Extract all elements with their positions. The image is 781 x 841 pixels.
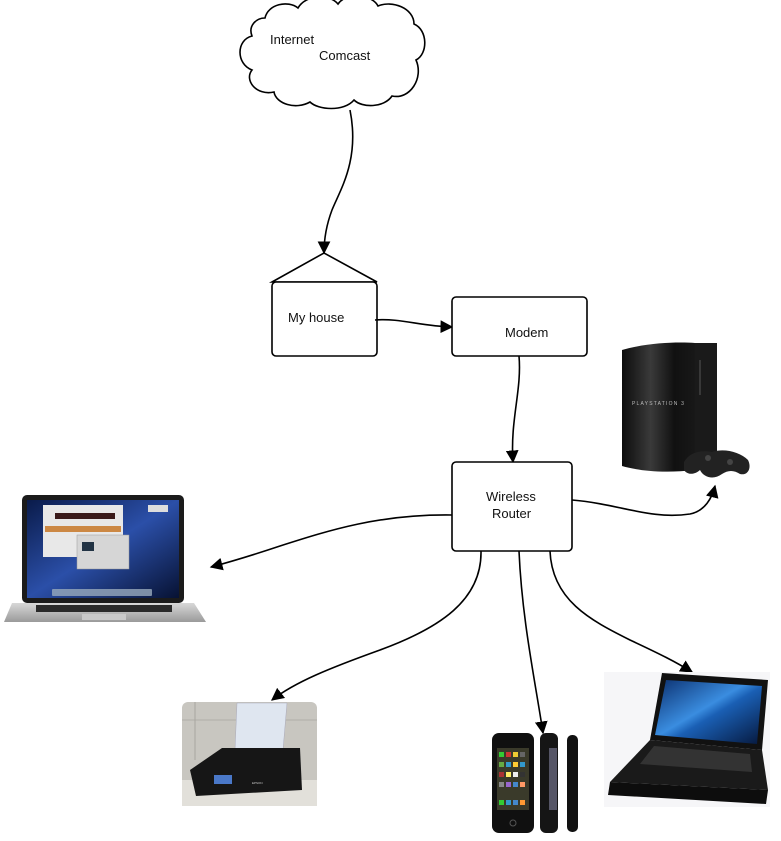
ps3-logo-text: PLAYSTATION 3 <box>632 401 685 407</box>
cloud-shape <box>239 0 426 110</box>
device-iphone[interactable] <box>492 733 578 833</box>
macbook-browser-banner <box>55 513 115 519</box>
edge-router-to-macbook <box>209 514 453 571</box>
device-printer[interactable]: EPSON <box>182 702 317 806</box>
toshiba-front-edge <box>608 782 768 804</box>
macbook-dialog-window <box>76 534 130 570</box>
ps3-controller-stick-left <box>705 455 711 461</box>
toshiba-screen <box>655 680 762 744</box>
edge-internet-to-house <box>317 109 354 255</box>
edge-modem-to-router <box>505 355 521 464</box>
macbook-menu-popup <box>148 505 168 512</box>
edge-router-to-toshiba <box>549 550 694 673</box>
house-node[interactable]: My house <box>268 252 378 357</box>
house-label: My house <box>288 310 344 325</box>
edge-router-to-iphone <box>518 550 548 735</box>
edge-router-to-printer <box>270 550 482 701</box>
macbook-keyboard <box>36 605 172 612</box>
toshiba-keyboard <box>640 746 752 772</box>
device-ps3[interactable]: PLAYSTATION 3 <box>622 342 750 478</box>
macbook-trackpad <box>82 614 126 620</box>
ps3-controller-icon <box>684 450 750 478</box>
modem-node[interactable]: Modem <box>451 296 588 357</box>
iphone-screen <box>497 748 529 810</box>
cloud-label-internet: Internet <box>270 32 314 47</box>
modem-label: Modem <box>505 325 548 340</box>
device-toshiba[interactable] <box>604 672 770 807</box>
house-roof <box>268 252 378 283</box>
iphone-app-icons <box>499 752 525 805</box>
iphone-side-view <box>567 735 578 832</box>
device-macbook[interactable] <box>4 495 206 622</box>
iphone-home-button <box>509 819 517 827</box>
router-label-line1: Wireless <box>486 489 536 504</box>
house-box <box>271 281 378 357</box>
router-box <box>451 461 573 552</box>
edge-house-to-modem <box>374 318 454 334</box>
internet-cloud-node[interactable]: Internet Comcast <box>239 0 426 110</box>
ps3-console-body <box>622 342 717 472</box>
edge-router-to-ps3 <box>571 484 719 517</box>
ps3-side-panel <box>695 343 717 463</box>
macbook-browser-thumbnails <box>45 526 121 532</box>
cloud-label-comcast: Comcast <box>319 48 371 63</box>
macbook-dialog-icon <box>82 542 94 551</box>
printer-brand: EPSON <box>252 781 263 785</box>
ps3-controller-stick-right <box>727 459 733 465</box>
iphone-angled-screen <box>549 748 557 810</box>
router-label-line2: Router <box>492 506 532 521</box>
printer-lcd <box>214 775 232 784</box>
printer-paper <box>234 702 288 751</box>
router-node[interactable]: Wireless Router <box>451 461 573 552</box>
macbook-dock <box>52 589 152 596</box>
